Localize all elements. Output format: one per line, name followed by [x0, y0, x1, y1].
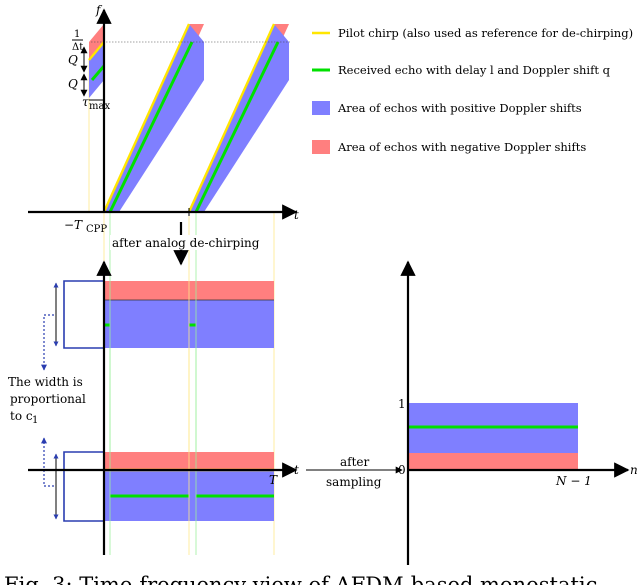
- pilot-chirp-line: [102, 23, 191, 213]
- figure-caption: Fig. 3: Time-frequency view of AFDM-base…: [4, 573, 597, 585]
- dechirp-label-bg: [110, 235, 252, 250]
- width-note-subscript: 1: [32, 415, 38, 426]
- n-axis-label: n: [630, 463, 638, 477]
- width-bracket-upper: [63, 280, 104, 349]
- T-label: T: [269, 473, 278, 487]
- negative-doppler-band: [408, 453, 578, 470]
- legend-item-echo: Received echo with delay l and Doppler s…: [338, 63, 611, 77]
- tick-zero-label: 0: [398, 463, 406, 477]
- legend-swatch-positive: [312, 101, 330, 115]
- width-bracket-lower: [63, 451, 104, 522]
- width-note-line3: to c: [10, 409, 33, 423]
- top-time-frequency-plot: f t 1 Δt Q Q τ max −T CPP: [28, 3, 299, 555]
- dechirped-plot: t T The width is proportional to c 1: [8, 260, 299, 555]
- legend: Pilot chirp (also used as reference for …: [312, 26, 633, 154]
- width-note-pointer-upper: [41, 314, 54, 371]
- q-lower-label: Q: [68, 77, 78, 91]
- tau-max-subscript: max: [89, 101, 110, 112]
- received-echo-line: [90, 65, 106, 81]
- width-note-line1: The width is: [8, 375, 83, 389]
- width-note-pointer-lower: [41, 437, 54, 487]
- received-echo-line: [194, 41, 280, 213]
- t-axis-label: t: [294, 208, 299, 222]
- q-upper-label: Q: [68, 53, 78, 67]
- negative-doppler-band: [89, 24, 104, 60]
- legend-item-positive: Area of echos with positive Doppler shif…: [337, 101, 582, 115]
- t-cpp-subscript: CPP: [86, 224, 107, 235]
- pilot-chirp-line: [88, 41, 105, 61]
- width-note-line2: proportional: [10, 392, 86, 406]
- sampled-plot: n 1 0 N − 1: [398, 260, 638, 565]
- legend-item-pilot: Pilot chirp (also used as reference for …: [338, 26, 633, 40]
- tick-N-minus-1-label: N − 1: [555, 474, 592, 488]
- t-cpp-label: −T: [64, 218, 83, 232]
- sampling-label-line2: sampling: [326, 475, 382, 489]
- sampling-label-line1: after: [340, 455, 370, 469]
- legend-swatch-negative: [312, 140, 330, 154]
- inverse-dt-denominator: Δt: [72, 42, 83, 53]
- dechirp-label: after analog de-chirping: [112, 236, 260, 250]
- t-axis-label: t: [294, 463, 299, 477]
- tau-max-label: τ: [82, 95, 89, 109]
- legend-item-negative: Area of echos with negative Doppler shif…: [337, 140, 586, 154]
- received-echo-line: [108, 41, 194, 213]
- tick-one-label: 1: [398, 397, 406, 411]
- inverse-dt-numerator: 1: [74, 29, 80, 40]
- pilot-chirp-line: [187, 23, 276, 213]
- f-axis-label: f: [95, 3, 103, 17]
